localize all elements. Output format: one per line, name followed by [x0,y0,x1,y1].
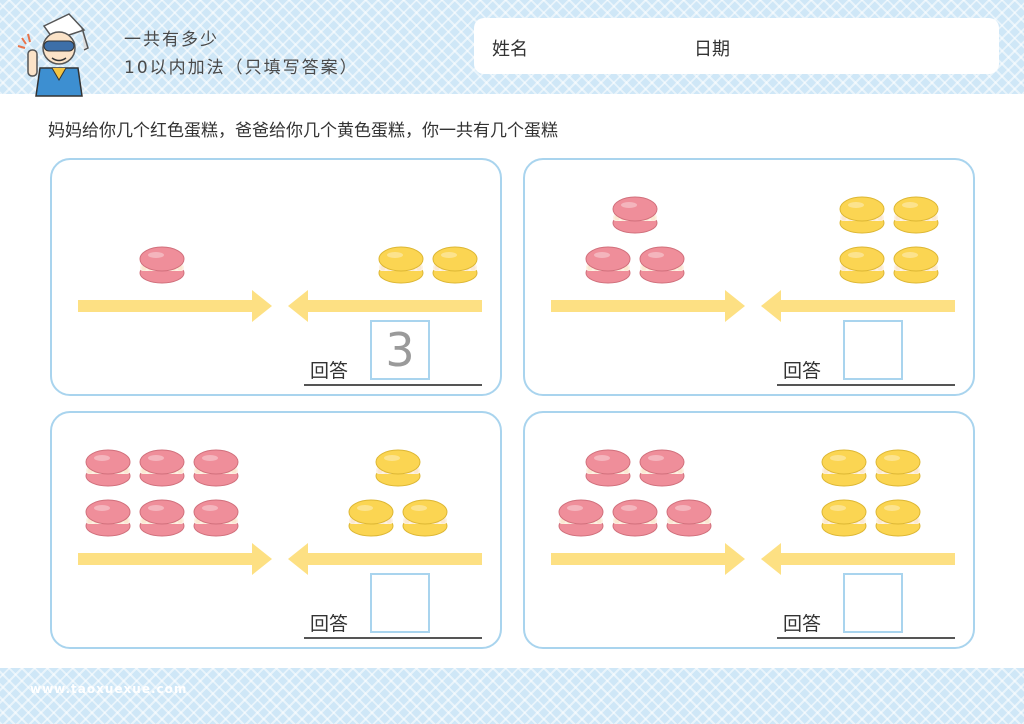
answer-box[interactable] [843,573,903,633]
red-macaron-1 [612,196,658,234]
yellow-macaron-4 [875,499,921,537]
footer-url[interactable]: www.taoxuexue.com [30,682,188,696]
yellow-macaron-4 [893,246,939,284]
problem-panel-3: 回答 [50,411,502,649]
yellow-macaron-3 [402,499,448,537]
red-macaron-4 [612,499,658,537]
answer-line [304,637,482,639]
red-macaron-1 [85,449,131,487]
yellow-macaron-3 [839,246,885,284]
yellow-macaron-1 [375,449,421,487]
red-macaron-6 [193,499,239,537]
date-field[interactable]: 日期 [694,39,730,60]
mascot-icon [17,13,89,97]
answer-box[interactable] [370,573,430,633]
problem-panel-4: 回答 [523,411,975,649]
yellow-macaron-1 [378,246,424,284]
worksheet-subtitle: 10以内加法（只填写答案） [124,58,359,78]
red-macaron-5 [666,499,712,537]
worksheet-title: 一共有多少 [124,30,219,50]
answer-label: 回答 [310,360,349,382]
right-arrow-icon [551,543,745,575]
instruction-text: 妈妈给你几个红色蛋糕，爸爸给你几个黄色蛋糕，你一共有几个蛋糕 [48,121,558,141]
answer-label: 回答 [783,360,822,382]
problem-4-illustration [551,449,955,575]
yellow-macaron-2 [348,499,394,537]
yellow-macaron-1 [839,196,885,234]
right-arrow-icon [551,290,745,322]
red-macaron-5 [139,499,185,537]
problem-2-illustration [551,196,955,322]
left-arrow-icon [761,290,955,322]
red-macaron-4 [85,499,131,537]
left-arrow-icon [761,543,955,575]
yellow-macaron-2 [875,449,921,487]
answer-line [777,637,955,639]
left-arrow-icon [288,290,482,322]
name-field[interactable]: 姓名 [492,39,528,60]
red-macaron-3 [639,246,685,284]
red-macaron-3 [193,449,239,487]
problem-panel-2: 回答 [523,158,975,396]
red-macaron-2 [585,246,631,284]
answer-label: 回答 [310,613,349,635]
answer-box[interactable]: 3 [370,320,430,380]
red-macaron-2 [139,449,185,487]
answer-box[interactable] [843,320,903,380]
red-macaron-1 [585,449,631,487]
problem-panel-1: 回答 3 [50,158,502,396]
yellow-macaron-1 [821,449,867,487]
yellow-macaron-3 [821,499,867,537]
problem-1-illustration [78,246,482,322]
red-macaron-2 [639,449,685,487]
footer-band [0,668,1024,724]
answer-line [304,384,482,386]
name-date-box: 姓名 日期 [474,18,999,74]
left-arrow-icon [288,543,482,575]
yellow-macaron-2 [432,246,478,284]
red-macaron-3 [558,499,604,537]
problem-3-illustration [78,449,482,575]
yellow-macaron-2 [893,196,939,234]
right-arrow-icon [78,290,272,322]
red-macaron-1 [139,246,185,284]
answer-label: 回答 [783,613,822,635]
answer-line [777,384,955,386]
right-arrow-icon [78,543,272,575]
